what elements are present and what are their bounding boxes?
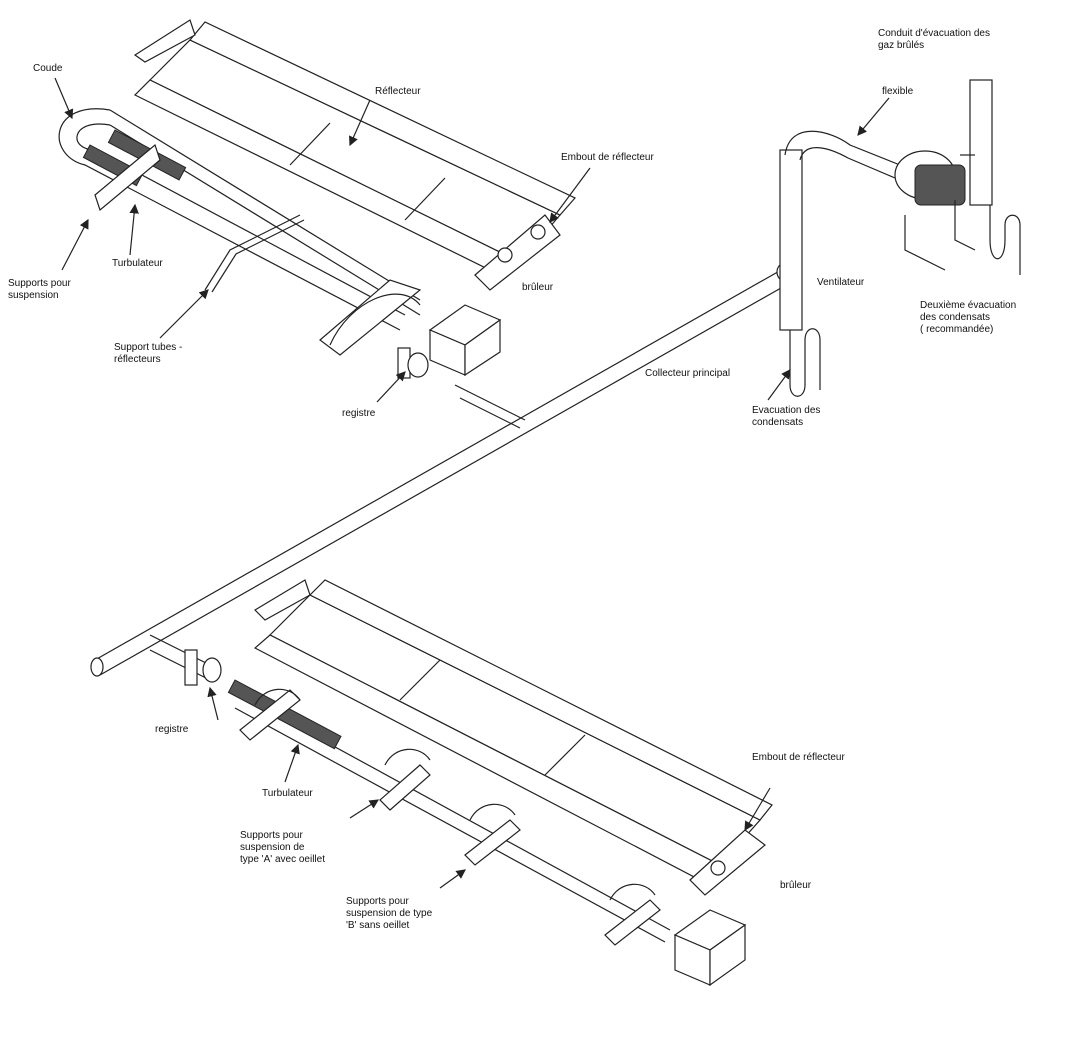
top-reflector	[133, 19, 576, 276]
tube-reflector-supports	[204, 214, 305, 293]
label-flexible: flexible	[882, 86, 914, 97]
bottom-suspension-supports	[239, 688, 661, 946]
label-registre-top: registre	[342, 408, 376, 419]
bottom-reflector-end-cap	[689, 829, 766, 896]
label-bruleur-bottom: brûleur	[780, 880, 812, 891]
label-turbulateur-bottom: Turbulateur	[262, 788, 313, 799]
top-burner	[428, 304, 502, 377]
top-reflector-end-cap	[474, 214, 561, 291]
label-collecteur: Collecteur principal	[645, 368, 731, 379]
label-ventilateur: Ventilateur	[817, 277, 865, 288]
flexible-hose	[784, 130, 901, 179]
label-support-tubes: Support tubes -réflecteurs	[114, 342, 183, 365]
label-coude: Coude	[33, 63, 63, 74]
fan	[894, 150, 976, 271]
bottom-damper	[184, 649, 222, 686]
top-suspension-supports	[94, 143, 422, 356]
bottom-burner	[673, 909, 747, 987]
leader-lines	[54, 77, 890, 889]
label-embout-top: Embout de réflecteur	[561, 152, 654, 163]
label-turbulateur-top: Turbulateur	[112, 258, 163, 269]
flue-pipe	[960, 79, 1021, 275]
label-bruleur-top: brûleur	[522, 282, 554, 293]
bottom-reflector	[253, 579, 773, 881]
top-damper	[397, 347, 429, 379]
label-reflecteur: Réflecteur	[375, 86, 421, 97]
label-registre-bottom: registre	[155, 724, 189, 735]
condensate-drain	[779, 149, 821, 397]
label-embout-bottom: Embout de réflecteur	[752, 752, 845, 763]
